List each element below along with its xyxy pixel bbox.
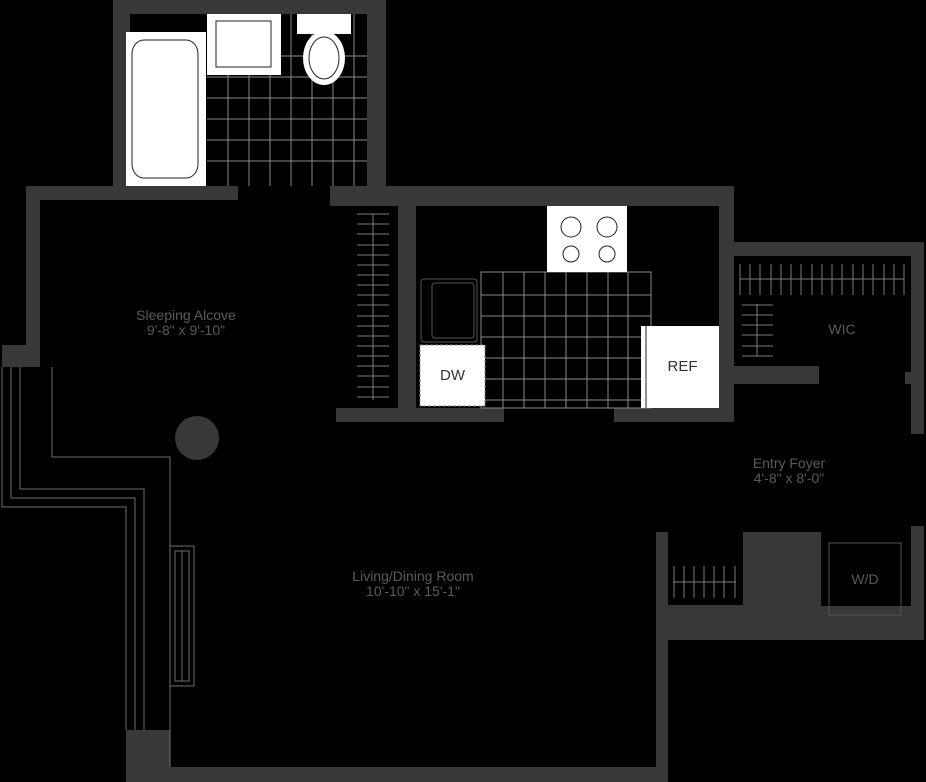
structural-column <box>175 416 219 460</box>
room-name: Living/Dining Room <box>352 568 474 584</box>
room-label-entry-foyer: Entry Foyer 4'-8" x 8'-0" <box>729 456 849 486</box>
bathroom <box>126 14 367 186</box>
room-name: Sleeping Alcove <box>136 307 236 323</box>
room-label-living-dining: Living/Dining Room 10'-10" x 15'-1" <box>313 569 513 599</box>
alcove-closet-rod <box>357 213 389 400</box>
room-dimensions: 9'-8" x 9'-10" <box>146 322 226 338</box>
room-name: Entry Foyer <box>752 455 826 471</box>
kitchen <box>419 206 719 409</box>
refrigerator-label: REF <box>667 358 698 375</box>
kitchen-tile-grid <box>480 271 652 409</box>
appliance-label-dishwasher: DW <box>420 368 485 383</box>
room-label-sleeping-alcove: Sleeping Alcove 9'-8" x 9'-10" <box>106 308 266 338</box>
appliance-label-refrigerator: REF <box>646 359 719 374</box>
appliance-label-washer-dryer: W/D <box>829 572 901 587</box>
foyer-closet-rod <box>673 566 736 598</box>
stove <box>547 206 627 272</box>
kitchen-sink <box>420 278 478 343</box>
refrigerator <box>641 326 719 408</box>
washer-dryer-label: W/D <box>851 571 879 587</box>
wic-closet-rods <box>739 264 905 357</box>
room-name: WIC <box>828 321 856 337</box>
washer-dryer <box>828 542 902 616</box>
room-dimensions: 10'-10" x 15'-1" <box>366 583 460 599</box>
window-rails <box>1 367 171 730</box>
toilet-tank <box>297 14 351 34</box>
dishwasher <box>419 344 486 407</box>
dishwasher-label: DW <box>440 367 465 384</box>
radiator <box>169 545 195 687</box>
room-label-wic: WIC <box>812 322 872 337</box>
room-dimensions: 4'-8" x 8'-0" <box>753 470 825 486</box>
